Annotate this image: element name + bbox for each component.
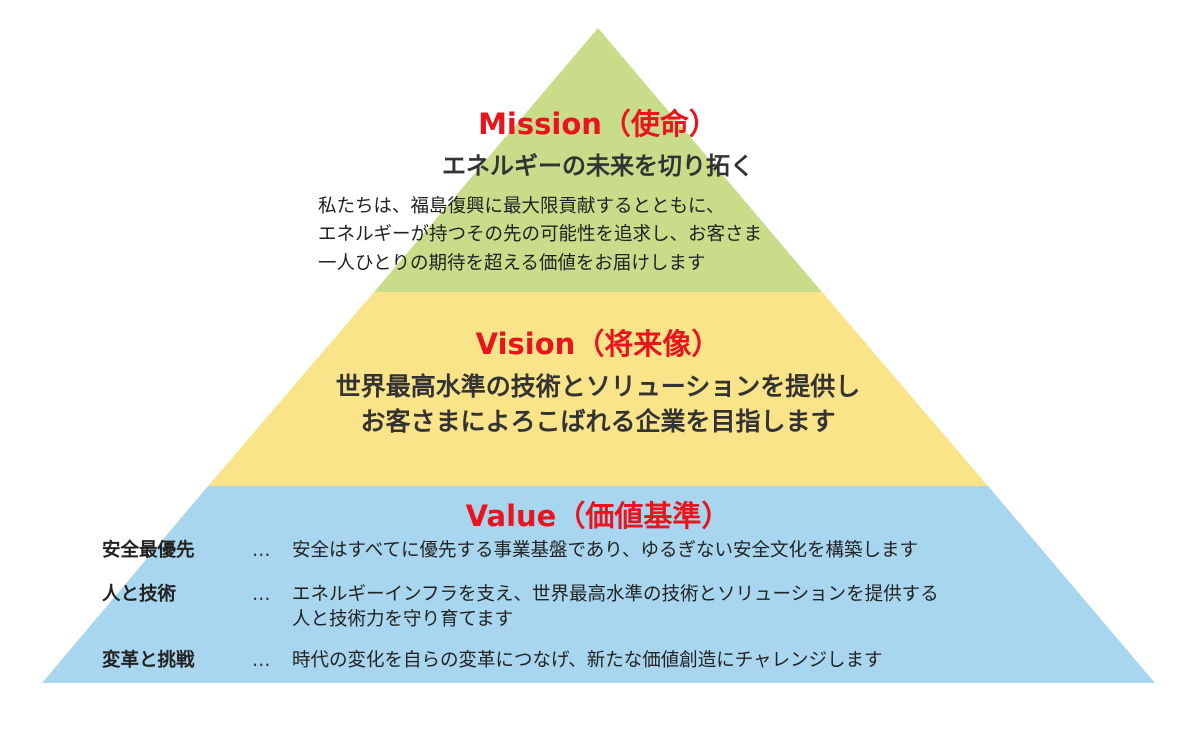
- vision-heading: Vision（将来像）: [475, 327, 721, 361]
- mission-band: [374, 28, 822, 292]
- value-item-label: 安全最優先: [102, 540, 195, 561]
- value-item-label: 変革と挑戦: [102, 650, 195, 671]
- value-heading: Value（価値基準）: [465, 499, 731, 533]
- mission-body-line-3: 一人ひとりの期待を超える価値をお届けします: [318, 253, 706, 274]
- value-item-text: エネルギーインフラを支え、世界最高水準の技術とソリューションを提供する: [292, 584, 939, 605]
- mission-heading: Mission（使命）: [478, 107, 718, 141]
- mission-subheading: エネルギーの未来を切り拓く: [442, 152, 754, 180]
- value-item-separator: …: [252, 650, 271, 671]
- mission-body-line-2: エネルギーが持つその先の可能性を追求し、お客さま: [318, 224, 763, 245]
- value-band: [42, 486, 1155, 683]
- vision-line-2: お客さまによろこばれる企業を目指します: [360, 407, 836, 436]
- value-item-separator: …: [252, 540, 271, 561]
- vision-band: [208, 292, 988, 486]
- value-item-label: 人と技術: [102, 584, 177, 605]
- value-item-separator: …: [252, 584, 271, 605]
- value-item-text-continued: 人と技術力を守り育てます: [292, 609, 514, 630]
- mission-body-line-1: 私たちは、福島復興に最大限貢献するとともに、: [318, 196, 725, 217]
- value-item-text: 安全はすべてに優先する事業基盤であり、ゆるぎない安全文化を構築します: [292, 540, 919, 561]
- value-item-text: 時代の変化を自らの変革につなげ、新たな価値創造にチャレンジします: [292, 650, 883, 671]
- vision-line-1: 世界最高水準の技術とソリューションを提供し: [335, 372, 861, 401]
